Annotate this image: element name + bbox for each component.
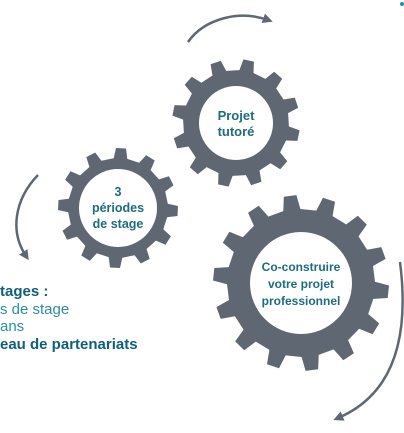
side-text-block: tages : s de stage ans eau de partenaria… [0,283,220,353]
gear-construire-label-2: votre projet [268,277,334,291]
side-text-line-3: ans [0,318,25,335]
gear-stage-label-2: périodes [92,201,144,215]
left-arrow [15,174,39,261]
gear-co-construire: Co-construire votre projet professionnel [213,195,389,371]
gear-projet-tutore: Projet tutoré [172,59,300,187]
gear-construire-label-3: professionnel [262,294,341,308]
gear-projet-label-1: Projet [218,108,256,123]
gear-stage-label-1: 3 [115,185,122,199]
gear-projet-label-2: tutoré [218,124,255,139]
edge-dot [400,2,404,6]
gear-stage-inner [79,169,157,247]
side-text-line-1: tages : [0,283,49,300]
bottom-right-arrow [333,261,404,421]
gear-projet-inner [199,86,273,160]
gear-stage-label-3: de stage [93,217,144,231]
side-text-line-4: eau de partenariats [0,335,138,353]
gear-construire-inner [250,232,352,334]
top-arrow [186,13,273,43]
side-text-line-2: s de stage [0,300,70,318]
gear-periodes-stage: 3 périodes de stage [58,148,178,268]
gear-construire-label-1: Co-construire [262,260,341,274]
